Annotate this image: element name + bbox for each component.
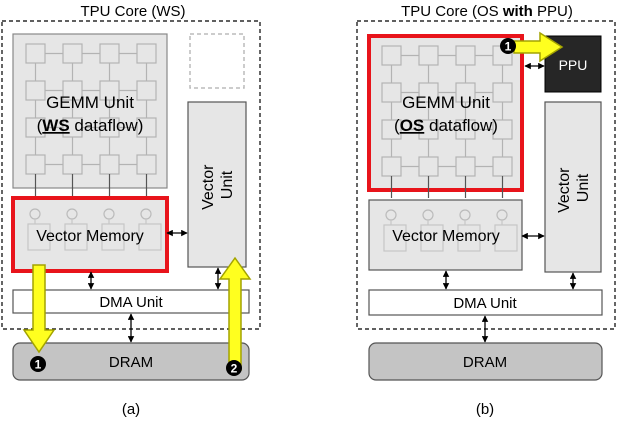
panel-b-adder-node bbox=[422, 209, 434, 221]
panel-a-step-1-badge bbox=[30, 356, 46, 372]
panel-b-pe-cell bbox=[492, 156, 513, 177]
panel-b-pe-cell bbox=[492, 82, 513, 103]
panel-b-vector-unit-label: Vector Unit bbox=[556, 163, 592, 213]
panel-a-step-2-number: 2 bbox=[231, 362, 238, 376]
panel-a-vector-memory-lanes bbox=[27, 208, 162, 251]
panel-a-pe-cell bbox=[99, 43, 120, 64]
panel-b-gemm-dataflow: (OS dataflow) bbox=[394, 116, 498, 135]
panel-b-dram-label: DRAM bbox=[463, 354, 507, 371]
panel-a-pe-cell bbox=[62, 43, 83, 64]
panel-b-lane-buffer bbox=[457, 224, 481, 252]
panel-a-arrow-up bbox=[218, 256, 252, 371]
panel-b-pe-array bbox=[381, 45, 513, 198]
panel-a-dram-label: DRAM bbox=[109, 354, 153, 371]
panel-b-ppu-label: PPU bbox=[559, 57, 588, 73]
panel-a-title: TPU Core (WS) bbox=[81, 3, 186, 20]
panel-a-pe-array bbox=[25, 43, 157, 196]
panel-b-pe-cell bbox=[381, 82, 402, 103]
panel-a-caption: (a) bbox=[122, 401, 140, 418]
panel-b-caption: (b) bbox=[476, 401, 494, 418]
panel-a-lane-buffer bbox=[64, 223, 88, 251]
panel-a-vector-memory-label: Vector Memory bbox=[36, 228, 144, 245]
panel-b-dram bbox=[368, 342, 603, 381]
panel-b-pe-cell bbox=[418, 45, 439, 66]
panel-b-pe-cell bbox=[381, 45, 402, 66]
panel-b: TPU Core (OS with PPU) PPU Vector Unit D… bbox=[356, 3, 616, 418]
panel-a-lane-buffer bbox=[101, 223, 125, 251]
panel-b-vector-memory-label: Vector Memory bbox=[392, 228, 500, 245]
panel-a-step-1-number: 1 bbox=[35, 358, 42, 372]
panel-b-gemm-label: GEMM Unit bbox=[402, 93, 490, 112]
panel-a-adder-node bbox=[29, 208, 41, 220]
panel-a-pe-cell bbox=[99, 154, 120, 175]
panel-b-lane-buffer bbox=[494, 224, 518, 252]
panel-a-step-2-badge bbox=[226, 360, 242, 376]
panel-b-pe-cell bbox=[455, 156, 476, 177]
panel-b-step-1-number: 1 bbox=[505, 40, 512, 54]
panel-a-pe-cell bbox=[136, 154, 157, 175]
panel-a-gemm-dataflow: (WS dataflow) bbox=[37, 116, 144, 135]
panel-b-pe-cell bbox=[418, 156, 439, 177]
panel-a-pe-cell bbox=[62, 154, 83, 175]
panel-a-pe-cell bbox=[136, 80, 157, 101]
panel-a-dma-unit bbox=[12, 289, 250, 314]
panel-b-adder-node bbox=[459, 209, 471, 221]
panel-a-connectors bbox=[87, 229, 222, 343]
panel-a-dram bbox=[12, 342, 250, 381]
panel-a-empty-slot bbox=[189, 33, 245, 89]
panel-a-adder-node bbox=[66, 208, 78, 220]
panel-a-adder-node bbox=[103, 208, 115, 220]
panel-a-vector-unit-label: Vector Unit bbox=[200, 160, 236, 210]
panel-b-step-1-badge bbox=[500, 38, 516, 54]
panel-b-vector-memory-lanes bbox=[383, 209, 518, 252]
panel-b-pe-cell bbox=[381, 156, 402, 177]
panel-b-connectors bbox=[442, 62, 577, 343]
panel-b-dma-unit bbox=[368, 289, 603, 316]
panel-b-title: TPU Core (OS with PPU) bbox=[401, 3, 573, 20]
panel-b-lane-buffer bbox=[383, 224, 407, 252]
panel-b-adder-node bbox=[385, 209, 397, 221]
panel-a-lane-buffer bbox=[27, 223, 51, 251]
panel-b-pe-cell bbox=[455, 45, 476, 66]
panel-b-vector-unit bbox=[544, 101, 602, 273]
panel-a-gemm-label: GEMM Unit bbox=[46, 93, 134, 112]
panel-a-pe-cell bbox=[25, 154, 46, 175]
panel-a: TPU Core (WS) Vector Unit DMA Unit DRAM bbox=[1, 3, 261, 418]
panel-a-pe-cell bbox=[25, 80, 46, 101]
panel-b-adder-node bbox=[496, 209, 508, 221]
panel-b-lane-buffer bbox=[420, 224, 444, 252]
panel-a-vector-unit bbox=[187, 101, 247, 268]
panel-a-adder-node bbox=[140, 208, 152, 220]
panel-b-arrow-right bbox=[513, 31, 564, 63]
panel-a-arrow-down bbox=[22, 264, 56, 354]
panel-a-lane-buffer bbox=[138, 223, 162, 251]
panel-a-pe-cell bbox=[25, 43, 46, 64]
panel-b-dma-label: DMA Unit bbox=[453, 295, 517, 312]
panel-a-pe-cell bbox=[136, 43, 157, 64]
panel-a-dma-label: DMA Unit bbox=[99, 294, 163, 311]
